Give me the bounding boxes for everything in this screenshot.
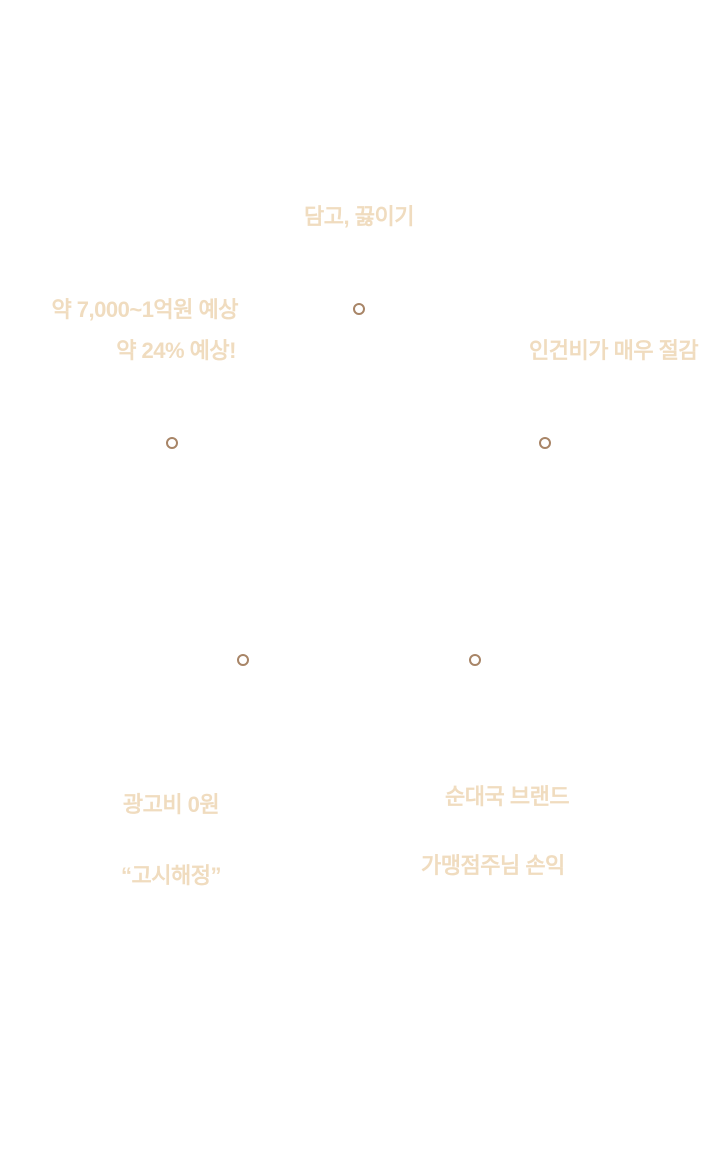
label-right: 인건비가 매우 절감 xyxy=(529,338,699,363)
label-left-line1: 약 7,000~1억원 예상 xyxy=(51,297,238,322)
label-bottom-right-2: 가맹점주님 손익 xyxy=(421,853,565,878)
marker-dot-icon xyxy=(237,654,249,666)
marker-dot-icon xyxy=(469,654,481,666)
label-left-line2: 약 24% 예상! xyxy=(116,338,236,363)
label-bottom-right-1: 순대국 브랜드 xyxy=(445,784,570,809)
label-top: 담고, 끓이기 xyxy=(304,204,414,229)
label-bottom-left-2: “고시해정” xyxy=(121,863,221,888)
marker-dot-icon xyxy=(353,303,365,315)
label-bottom-left-1: 광고비 0원 xyxy=(122,792,220,817)
marker-dot-icon xyxy=(166,437,178,449)
marker-dot-icon xyxy=(539,437,551,449)
